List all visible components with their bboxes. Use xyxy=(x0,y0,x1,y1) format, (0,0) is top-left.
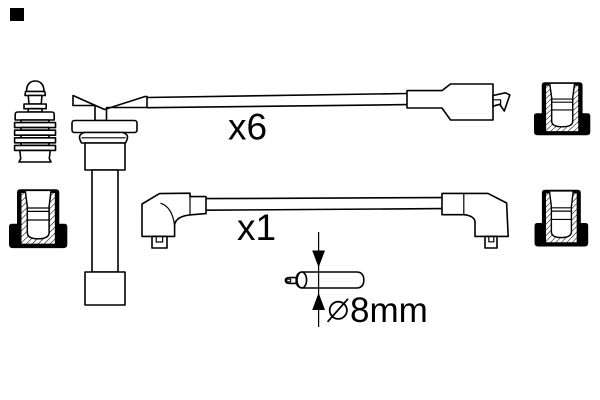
elbow-connector-right xyxy=(441,192,509,249)
diameter-dimension: 8mm xyxy=(326,291,428,330)
diameter-icon xyxy=(326,298,349,323)
corner-marker-icon xyxy=(10,8,24,21)
arrow-down-icon xyxy=(312,250,325,268)
short-cable-quantity-label: x1 xyxy=(237,207,276,248)
long-cable-quantity-label: x6 xyxy=(228,107,267,148)
spark-plug-connector xyxy=(13,80,57,163)
cable-cross-section xyxy=(284,271,365,289)
seal-boot-right xyxy=(534,189,589,247)
ignition-cable-long xyxy=(146,92,408,109)
arrow-up-icon xyxy=(312,292,325,310)
dimension-arrows xyxy=(312,232,325,327)
elbow-connector-left xyxy=(141,192,207,249)
distributor-boot xyxy=(71,94,148,306)
seal-boot-top-right xyxy=(533,81,591,136)
coil-connector xyxy=(406,83,511,121)
seal-boot-left xyxy=(8,189,68,249)
ignition-cable-short xyxy=(205,196,443,211)
diameter-value-label: 8mm xyxy=(350,291,428,330)
